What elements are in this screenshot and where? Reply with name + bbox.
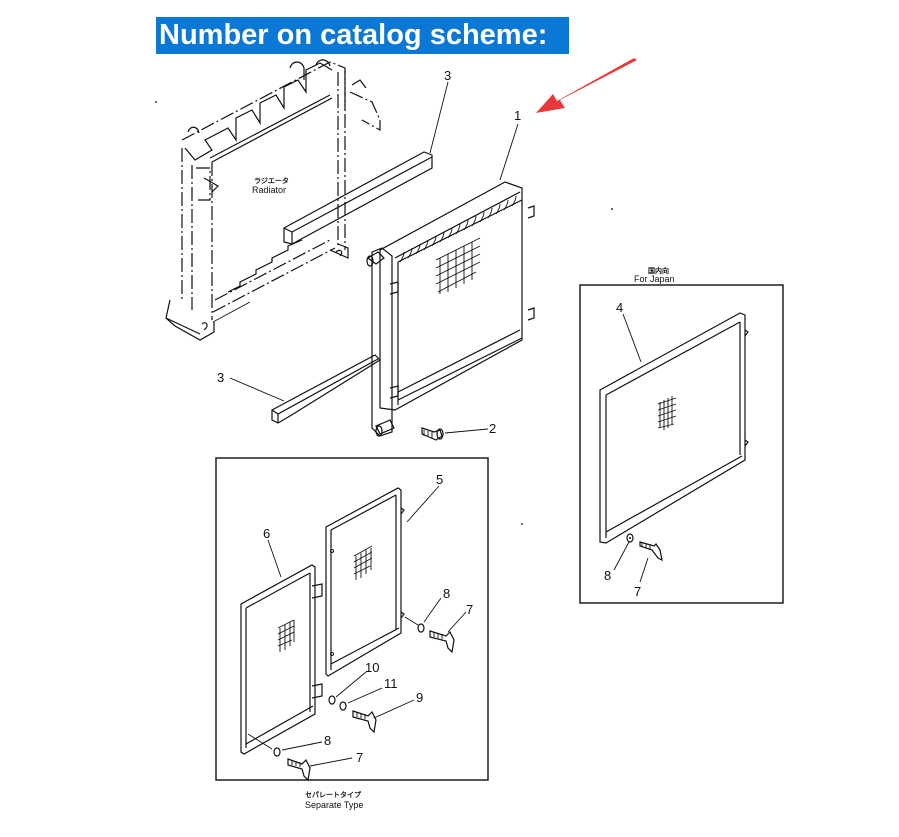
leader-line-4 xyxy=(622,313,642,363)
separate-type-box xyxy=(215,457,489,781)
dash-line-upper xyxy=(404,616,419,626)
leader-line-7-japan xyxy=(639,557,649,583)
leader-line-1 xyxy=(499,123,519,181)
separate-type-caption-jp: セパレートタイプ xyxy=(305,790,362,799)
callout-7-upper: 7 xyxy=(466,602,473,617)
catalog-scheme-title: Number on catalog scheme: xyxy=(156,17,569,54)
callout-9: 9 xyxy=(416,690,423,705)
part-6-screen-panel xyxy=(240,564,323,755)
callout-10: 10 xyxy=(365,660,379,675)
leader-line-3-lower xyxy=(229,377,285,402)
leader-line-8-lower xyxy=(281,741,323,751)
part-5-screen-panel xyxy=(325,487,405,677)
part-1-core-assembly xyxy=(366,181,535,437)
part-8-washer-upper xyxy=(417,623,425,633)
leader-line-11 xyxy=(347,687,383,704)
for-japan-caption-jp: 国内向 xyxy=(648,266,669,275)
callout-8-lower: 8 xyxy=(324,733,331,748)
callout-7-lower: 7 xyxy=(356,750,363,765)
red-arrow-pointer xyxy=(536,58,637,113)
radiator-drawing xyxy=(165,59,381,341)
callout-5: 5 xyxy=(436,472,443,487)
callout-11: 11 xyxy=(384,676,398,691)
part-8-washer-lower xyxy=(273,747,281,757)
part-4-screen-frame xyxy=(599,312,749,544)
radiator-caption-en: Radiator xyxy=(252,185,286,195)
dash-line-lower xyxy=(247,733,273,750)
part-8-washer-japan xyxy=(626,533,634,543)
callout-7-japan: 7 xyxy=(634,584,641,599)
part-2-bolt xyxy=(421,427,444,441)
callout-3-lower: 3 xyxy=(217,370,224,385)
part-3-lower-seal-bar xyxy=(271,354,381,424)
callout-2: 2 xyxy=(489,421,496,436)
leader-line-6 xyxy=(267,539,282,578)
leader-line-10 xyxy=(335,671,367,698)
part-10-washer xyxy=(328,695,336,705)
part-11-washer xyxy=(339,701,347,711)
for-japan-box xyxy=(579,284,784,604)
leader-line-7-upper xyxy=(447,611,467,633)
radiator-caption-jp: ラジエータ xyxy=(254,176,289,185)
callout-8-japan: 8 xyxy=(604,568,611,583)
callout-3-upper: 3 xyxy=(444,68,451,83)
part-7-wing-bolt-japan xyxy=(639,541,663,562)
separate-type-caption-en: Separate Type xyxy=(305,800,363,810)
callout-1: 1 xyxy=(514,108,521,123)
leader-line-5 xyxy=(406,485,440,523)
leader-line-8-japan xyxy=(613,541,630,571)
leader-line-3-upper xyxy=(429,81,449,154)
part-7-wing-bolt-upper xyxy=(429,630,455,654)
for-japan-caption-en: For Japan xyxy=(634,274,675,284)
callout-6: 6 xyxy=(263,526,270,541)
part-7-wing-bolt-lower xyxy=(287,758,311,782)
leader-line-9 xyxy=(373,699,415,719)
part-3-upper-seal-bar xyxy=(283,151,433,245)
leader-line-7-lower xyxy=(309,757,353,767)
leader-line-2 xyxy=(444,428,489,434)
leader-line-8-upper xyxy=(423,597,442,623)
callout-4: 4 xyxy=(616,300,623,315)
callout-8-upper: 8 xyxy=(443,586,450,601)
part-9-wing-bolt xyxy=(352,710,377,734)
